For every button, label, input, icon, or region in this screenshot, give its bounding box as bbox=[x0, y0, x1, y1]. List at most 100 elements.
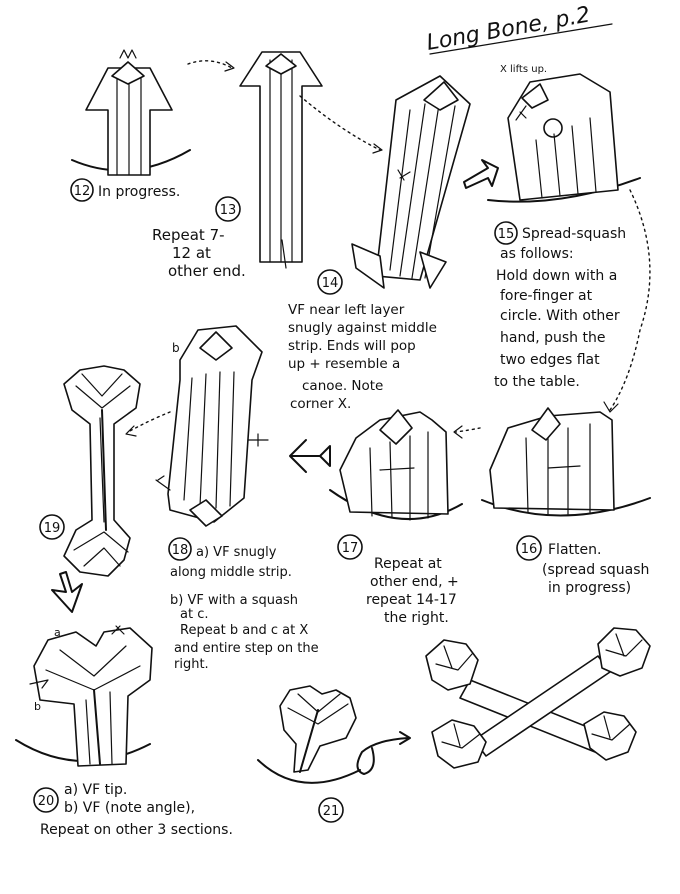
step-18-line-3: b) VF with a squash bbox=[170, 593, 298, 608]
step-15-figure bbox=[487, 73, 641, 203]
step-15-caption: Spread-squash as follows: Hold down with… bbox=[494, 226, 631, 390]
step-18-label-b: b bbox=[172, 341, 180, 355]
step-16-line-1: Flatten. bbox=[548, 542, 601, 558]
step-13-fold-arrow bbox=[281, 239, 287, 269]
step-14-number: 14 bbox=[322, 276, 339, 291]
step-19-number-circle bbox=[39, 514, 65, 540]
title-underline bbox=[429, 23, 613, 55]
step-14-figure bbox=[351, 75, 471, 289]
step-18-figure bbox=[155, 325, 269, 527]
step-21-number: 21 bbox=[323, 804, 340, 819]
step-17-figure bbox=[329, 409, 463, 521]
step-18-paper bbox=[167, 325, 263, 523]
step-14-line-1: VF near left layer bbox=[288, 302, 405, 318]
step-17-line-2: other end, + bbox=[370, 574, 459, 590]
step-20-label-a: a bbox=[54, 626, 61, 639]
step-17-paper bbox=[339, 411, 449, 515]
step-19-number: 19 bbox=[44, 521, 61, 536]
step-18-number: 18 bbox=[172, 543, 189, 558]
step-20-figure bbox=[15, 625, 153, 767]
page-title: Long Bone, p.2 bbox=[425, 3, 592, 56]
bone-1-end-lower-right bbox=[583, 711, 637, 761]
step-16-caption: Flatten. (spread squash in progress) bbox=[542, 542, 654, 596]
step-14-number-circle bbox=[317, 269, 343, 295]
step-16-number: 16 bbox=[521, 542, 538, 557]
step-20-line-2: b) VF (note angle), bbox=[64, 800, 195, 816]
step-20-caption: a) VF tip. b) VF (note angle), Repeat on… bbox=[40, 782, 233, 838]
x-lifts-up-label: X lifts up. bbox=[500, 64, 547, 75]
step-21-table-arc bbox=[257, 759, 361, 784]
step-18-number-circle bbox=[168, 537, 192, 561]
step-18-line-6: and entire step on the bbox=[174, 641, 319, 656]
step-15-finger-circle bbox=[543, 118, 563, 138]
step-12-to-13-arrow bbox=[187, 60, 233, 69]
step-21-turnover-arrow bbox=[356, 737, 409, 775]
step-20-label-b: b bbox=[34, 700, 41, 713]
step-12-number-circle bbox=[70, 178, 94, 202]
step-14-line-4: up + resemble a bbox=[288, 356, 400, 372]
step-13-number-circle bbox=[215, 196, 241, 222]
step-20-paper bbox=[33, 627, 153, 767]
final-crossed-bones bbox=[425, 627, 651, 769]
step-14-caption: VF near left layer snugly against middle… bbox=[288, 302, 441, 412]
step-15-line-3: Hold down with a bbox=[496, 268, 617, 284]
step-19-figure bbox=[63, 365, 141, 577]
step-15-number: 15 bbox=[498, 227, 515, 242]
step-15-line-5: circle. With other bbox=[500, 308, 620, 324]
step-13-to-14-arrow bbox=[299, 95, 381, 151]
step-18-line-5: Repeat b and c at X bbox=[180, 623, 308, 638]
step-20-line-3: Repeat on other 3 sections. bbox=[40, 822, 233, 838]
step-14-line-6: corner X. bbox=[290, 396, 351, 412]
step-13-line-1: Repeat 7- bbox=[152, 226, 225, 244]
step-18-caption: a) VF snugly along middle strip. b) VF w… bbox=[170, 545, 323, 672]
step-12-number: 12 bbox=[74, 184, 91, 199]
step-18-line-7: right. bbox=[174, 657, 209, 672]
step-15-to-16-arrow bbox=[609, 189, 651, 411]
step-12-caption: In progress. bbox=[98, 184, 180, 200]
step-14-line-2: snugly against middle bbox=[288, 320, 437, 336]
step-17-line-3: repeat 14-17 bbox=[366, 592, 457, 608]
bone-1-end-upper-left bbox=[425, 639, 479, 691]
step-17-to-18-arrow bbox=[289, 439, 331, 473]
step-19-to-20-arrow bbox=[51, 571, 83, 613]
bone-2-end-lower-left bbox=[431, 719, 487, 769]
step-15-line-2: as follows: bbox=[500, 246, 574, 262]
step-20-number-circle bbox=[33, 787, 59, 813]
step-15-number-circle bbox=[494, 221, 518, 245]
step-15-line-7: two edges flat bbox=[500, 352, 600, 368]
step-17-line-1: Repeat at bbox=[374, 556, 442, 572]
step-18-line-2: along middle strip. bbox=[170, 565, 292, 580]
step-17-number: 17 bbox=[342, 541, 359, 556]
step-20-line-1: a) VF tip. bbox=[64, 782, 127, 798]
step-18-x-mark bbox=[247, 433, 269, 447]
step-12-figure bbox=[71, 49, 191, 176]
step-14-line-3: strip. Ends will pop bbox=[288, 338, 416, 354]
bone-2-end-upper-right bbox=[597, 627, 651, 677]
step-13-number: 13 bbox=[220, 203, 237, 218]
step-20-number: 20 bbox=[38, 794, 55, 809]
step-18-line-4: at c. bbox=[180, 607, 208, 622]
step-13-line-2: 12 at bbox=[172, 244, 211, 262]
step-20-x-mark bbox=[111, 625, 125, 635]
step-16-line-2: (spread squash bbox=[542, 562, 649, 578]
step-16-line-3: in progress) bbox=[548, 580, 631, 596]
step-14-arrow-mark bbox=[397, 169, 411, 181]
step-15-table-arc bbox=[487, 177, 641, 203]
step-21-figure bbox=[257, 685, 361, 784]
step-15-paper bbox=[507, 73, 619, 201]
step-15-line-4: fore-finger at bbox=[500, 288, 593, 304]
step-16-number-circle bbox=[516, 535, 542, 561]
step-16-figure bbox=[481, 407, 651, 517]
step-15-line-8: to the table. bbox=[494, 374, 580, 390]
step-15-line-1: Spread-squash bbox=[522, 226, 626, 242]
step-21-number-circle bbox=[318, 797, 344, 823]
step-14-paper bbox=[375, 75, 471, 281]
step-14-line-5: canoe. Note bbox=[302, 378, 383, 394]
step-15-line-6: hand, push the bbox=[500, 330, 605, 346]
step-21-paper bbox=[279, 685, 357, 773]
step-17-line-4: the right. bbox=[384, 610, 449, 626]
step-13-line-3: other end. bbox=[168, 262, 246, 280]
step-13-figure bbox=[239, 51, 323, 269]
step-17-caption: Repeat at other end, + repeat 14-17 the … bbox=[366, 556, 463, 626]
